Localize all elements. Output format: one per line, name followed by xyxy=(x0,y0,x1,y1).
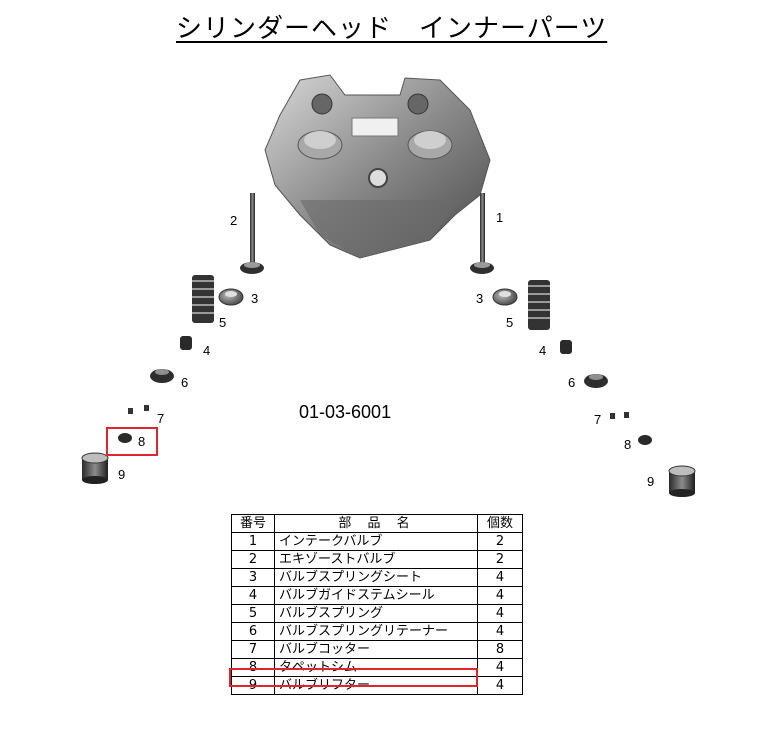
callout-label: 5 xyxy=(506,315,514,330)
exploded-parts-diagram xyxy=(81,74,696,497)
row-part-name: インテークバルブ xyxy=(274,532,478,551)
callout-label: 8 xyxy=(138,434,146,449)
column-header-part-name: 部 品 名 xyxy=(274,514,478,533)
row-part-name: バルブガイドステムシール xyxy=(274,586,478,605)
spring-seat-image xyxy=(492,288,518,306)
callout-label: 3 xyxy=(251,291,259,306)
row-number: 4 xyxy=(231,586,275,605)
valve-cotter-image xyxy=(128,405,149,414)
row-part-name: バルブスプリングリテーナー xyxy=(274,622,478,641)
column-header-number: 番号 xyxy=(231,514,275,533)
row-quantity: 4 xyxy=(477,658,523,677)
tappet-shim-image xyxy=(118,433,132,443)
tappet-shim-image xyxy=(638,435,652,445)
row-number: 5 xyxy=(231,604,275,623)
callout-label: 6 xyxy=(181,375,189,390)
exhaust-valve-image xyxy=(240,193,264,274)
spring-retainer-image xyxy=(584,374,608,388)
row-part-name: バルブスプリングシート xyxy=(274,568,478,587)
row-part-name: エキゾーストバルブ xyxy=(274,550,478,569)
column-header-quantity: 個数 xyxy=(477,514,523,533)
callout-label: 4 xyxy=(203,343,211,358)
part-8-highlight-box xyxy=(106,427,158,456)
row-quantity: 4 xyxy=(477,568,523,587)
callout-label: 8 xyxy=(624,437,632,452)
row-part-name: バルブスプリング xyxy=(274,604,478,623)
table-header-row: 番号 部 品 名 個数 xyxy=(231,514,523,533)
callout-label: 3 xyxy=(476,291,484,306)
stem-seal-image xyxy=(560,340,572,354)
row-quantity: 2 xyxy=(477,550,523,569)
valve-lifter-image xyxy=(81,452,109,484)
callout-label: 9 xyxy=(118,467,126,482)
table-row: 2 エキゾーストバルブ 2 xyxy=(231,550,523,569)
callout-label: 5 xyxy=(219,315,227,330)
table-row: 1 インテークバルブ 2 xyxy=(231,532,523,551)
valve-spring-image xyxy=(528,280,550,330)
spring-retainer-image xyxy=(150,369,174,383)
valve-cotter-image xyxy=(610,412,629,419)
row-number: 6 xyxy=(231,622,275,641)
row-quantity: 2 xyxy=(477,532,523,551)
callout-label: 7 xyxy=(594,412,602,427)
intake-valve-image xyxy=(470,193,494,274)
table-row: 7 バルブコッター 8 xyxy=(231,640,523,659)
row-quantity: 4 xyxy=(477,604,523,623)
cylinder-head-image xyxy=(264,74,491,259)
row-number: 1 xyxy=(231,532,275,551)
page-title: シリンダーヘッド インナーパーツ xyxy=(176,14,608,44)
valve-spring-image xyxy=(192,275,214,323)
spring-seat-image xyxy=(218,288,244,306)
table-row: 9 バルブリフター 4 xyxy=(231,676,523,695)
row-number: 7 xyxy=(231,640,275,659)
callout-label: 4 xyxy=(539,343,547,358)
part-number-label: 01-03-6001 xyxy=(299,402,392,422)
row-quantity: 4 xyxy=(477,586,523,605)
parts-table: 番号 部 品 名 個数 1 インテークバルブ 2 2 エキゾーストバルブ 2 3… xyxy=(231,514,523,695)
stem-seal-image xyxy=(180,336,192,350)
table-row: 4 バルブガイドステムシール 4 xyxy=(231,586,523,605)
row-quantity: 4 xyxy=(477,622,523,641)
callout-label: 9 xyxy=(647,474,655,489)
table-row: 3 バルブスプリングシート 4 xyxy=(231,568,523,587)
table-row: 6 バルブスプリングリテーナー 4 xyxy=(231,622,523,641)
row-number: 3 xyxy=(231,568,275,587)
row-8-highlight-box xyxy=(229,668,478,687)
callout-label: 7 xyxy=(157,411,165,426)
valve-lifter-image xyxy=(668,465,696,497)
row-part-name: タペットシム xyxy=(274,658,478,677)
callout-label: 6 xyxy=(568,375,576,390)
callout-label: 2 xyxy=(230,213,238,228)
row-number: 2 xyxy=(231,550,275,569)
row-quantity: 8 xyxy=(477,640,523,659)
table-row: 5 バルブスプリング 4 xyxy=(231,604,523,623)
row-part-name: バルブコッター xyxy=(274,640,478,659)
callout-label: 1 xyxy=(496,210,504,225)
row-quantity: 4 xyxy=(477,676,523,695)
